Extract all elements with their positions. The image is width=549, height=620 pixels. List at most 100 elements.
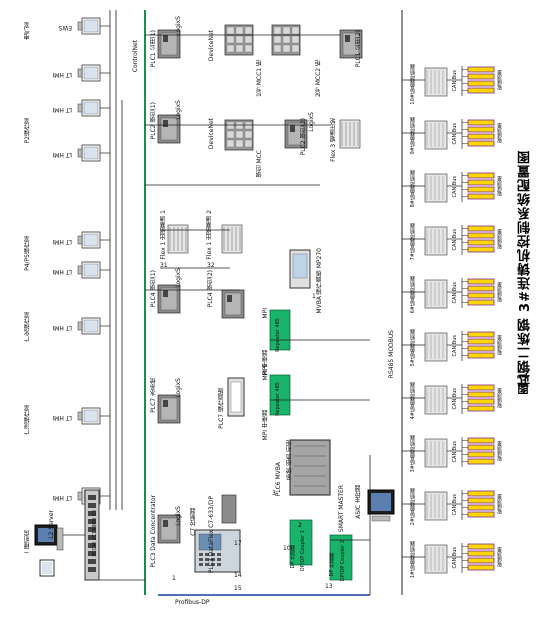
strand-unit-9 bbox=[402, 66, 495, 97]
can-bus-label-4: CAN Bus bbox=[452, 335, 458, 357]
can-bus-label-8: CAN Bus bbox=[452, 123, 458, 145]
coupler-label-3: DP 外部器 bbox=[329, 553, 335, 577]
hmi-pc-8: LT HMI bbox=[52, 487, 110, 505]
hmi-pc-4: LT HMI bbox=[52, 231, 110, 249]
plc-label-1: PLC1 公用(2) bbox=[355, 30, 362, 68]
mpi-label-3: MPI bbox=[262, 365, 269, 376]
plc-label-4: PLC4 钢包(1) bbox=[150, 270, 157, 308]
hmi-label-8: LT HMI bbox=[52, 494, 72, 501]
strand-label-0: 1#结晶器控制器 bbox=[410, 541, 416, 579]
plc-label-2: PLC2 钢包(1) bbox=[150, 102, 157, 140]
logix-label-5: LogixS bbox=[308, 112, 315, 132]
room-label-5: 二楼机房 bbox=[24, 530, 31, 554]
num-6: 2 bbox=[298, 522, 302, 529]
hmi-pc-2: LT HMI bbox=[52, 99, 110, 117]
mcc-cabinet-2 bbox=[271, 24, 301, 56]
hmi-label-3: LT HMI bbox=[52, 151, 72, 158]
hmi-label-0: EWS bbox=[58, 24, 72, 31]
hmi-pc-3: LT HMI bbox=[52, 144, 110, 162]
plc2-rack-1 bbox=[157, 114, 181, 144]
figure-title: 武钢二炼钢 3#连铸机控制系统配置图 bbox=[518, 150, 533, 388]
flex-io-3 bbox=[339, 119, 361, 149]
num-8: 13 bbox=[325, 583, 333, 590]
num-0: 1 bbox=[172, 575, 176, 582]
strand-label-1: 2#结晶器控制器 bbox=[410, 488, 416, 526]
asic-master-pc bbox=[367, 489, 395, 522]
mcc-cabinet-1 bbox=[224, 24, 254, 56]
mvba-operator-panel bbox=[289, 249, 311, 289]
flex-label-2: Flex 3 辊道压轮 bbox=[330, 118, 337, 162]
l2-server-label: L2 Server bbox=[48, 510, 55, 539]
asic-master-label: ASIC 主控器 bbox=[355, 485, 362, 519]
strand-unit-6 bbox=[402, 225, 495, 256]
switch-label: 3COM 3C16980 S3 bbox=[92, 510, 98, 558]
can-bus-label-1: CAN Bus bbox=[452, 494, 458, 516]
room-label-4: 广浇操作室 bbox=[24, 405, 31, 435]
strand-sub-label-7: 辊缝测量 bbox=[497, 176, 503, 196]
room-label-3: 广化操作室 bbox=[24, 312, 31, 342]
plc-label-6: PLC7 水系统 bbox=[150, 378, 157, 413]
strand-sub-label-4: 辊缝测量 bbox=[497, 335, 503, 355]
strand-label-3: 4#结晶器控制器 bbox=[410, 382, 416, 420]
profibus-label: Profibus-DP bbox=[175, 599, 210, 606]
strand-label-9: 10#结晶器控制器 bbox=[410, 64, 416, 105]
hmi-label-2: LT HMI bbox=[52, 106, 72, 113]
can-bus-label-9: CAN Bus bbox=[452, 70, 458, 92]
mpi-repeater-2 bbox=[269, 374, 291, 416]
hmi-pc-0: EWS bbox=[58, 17, 110, 35]
logix-label-1: LogixS bbox=[175, 16, 182, 36]
plc4-rack-1 bbox=[157, 284, 181, 314]
num-4: 10 bbox=[283, 545, 291, 552]
l2-server bbox=[34, 524, 64, 577]
strand-label-8: 9#结晶器控制器 bbox=[410, 117, 416, 155]
mvba-cabinet bbox=[289, 439, 331, 496]
strand-sub-label-6: 辊缝测量 bbox=[497, 229, 503, 249]
strand-unit-4 bbox=[402, 331, 495, 362]
can-bus-label-0: CAN Bus bbox=[452, 547, 458, 569]
strand-sub-label-2: 辊缝测量 bbox=[497, 441, 503, 461]
hmi-label-7: LT HMI bbox=[52, 414, 72, 421]
plc-label-3: PLC2 钢包(2) bbox=[300, 118, 307, 156]
plc-label-0: PLC1 公用(1) bbox=[150, 30, 157, 68]
flex-label-0: Flex 1 出钢塞道 1 bbox=[160, 210, 167, 260]
plc7-rack bbox=[157, 394, 181, 424]
can-bus-label-7: CAN Bus bbox=[452, 176, 458, 198]
plc3-rack bbox=[157, 514, 181, 544]
rs485-label: RS485 MODBUS bbox=[388, 330, 395, 379]
plc7-operator-panel bbox=[227, 377, 245, 417]
can-bus-label-2: CAN Bus bbox=[452, 441, 458, 463]
hmi-pc-6: LT HMI bbox=[52, 317, 110, 335]
strand-unit-2 bbox=[402, 437, 495, 468]
strand-unit-8 bbox=[402, 119, 495, 150]
strand-unit-5 bbox=[402, 278, 495, 309]
num-1: 15 bbox=[234, 585, 242, 592]
logix-label-3: LogixS bbox=[175, 378, 182, 398]
strand-unit-7 bbox=[402, 172, 495, 203]
can-bus-label-3: CAN Bus bbox=[452, 388, 458, 410]
flex-io-1 bbox=[167, 224, 189, 254]
drive-label-0: PLC7 操作面板 bbox=[218, 388, 225, 429]
panel-extra: C7 控制器 bbox=[190, 508, 197, 536]
hmi-pc-5: LT HMI bbox=[52, 261, 110, 279]
strand-label-6: 7#结晶器控制器 bbox=[410, 223, 416, 261]
coupler-label-0: DP/DP Coupler 1 bbox=[300, 530, 306, 572]
dp-coupler-1 bbox=[289, 519, 313, 566]
strand-sub-label-0: 辊缝测量 bbox=[497, 547, 503, 567]
num-10: 32 bbox=[207, 262, 215, 269]
logix-label-2: LogixS bbox=[175, 268, 182, 288]
logix-label-0: LogixS bbox=[175, 100, 182, 120]
can-bus-label-6: CAN Bus bbox=[452, 229, 458, 251]
mvba-device-label: 系统 组态 机柜 bbox=[286, 440, 293, 480]
network-switch bbox=[63, 489, 145, 581]
flex-label-1: Flex 1 出钢塞道 2 bbox=[206, 210, 213, 260]
plc1-rack-1 bbox=[157, 29, 181, 59]
num-5: 3 bbox=[272, 490, 276, 497]
strand-sub-label-1: 辊缝测量 bbox=[497, 494, 503, 514]
strand-sub-label-3: 辊缝测量 bbox=[497, 388, 503, 408]
strand-unit-0 bbox=[402, 543, 495, 574]
panel-name: PLC3 DataFlex C7-633/DP bbox=[208, 496, 215, 574]
flex-io-2 bbox=[221, 224, 243, 254]
strand-label-4: 5#结晶器控制器 bbox=[410, 329, 416, 367]
controlnet-label: ControlNet bbox=[132, 40, 139, 73]
